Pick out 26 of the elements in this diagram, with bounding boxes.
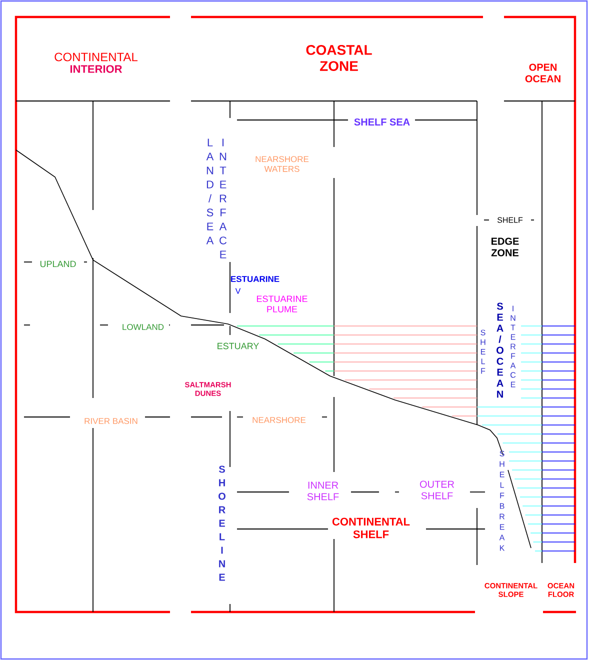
vertical-label: SHELFBREAK <box>499 450 505 551</box>
region-label: OUTER SHELF <box>420 480 454 500</box>
vertical-label: SHORELINE <box>218 466 226 581</box>
region-label: UPLAND <box>40 260 76 268</box>
region-label: NEARSHORE <box>252 417 306 423</box>
region-label: NEARSHORE WATERS <box>256 156 309 172</box>
region-label: RIVER BASIN <box>84 418 138 424</box>
region-label: V <box>235 288 241 294</box>
vertical-label: INTERFACE <box>510 306 516 388</box>
region-label: INTERIOR <box>70 65 122 73</box>
vertical-label: INTERFACE <box>219 138 227 258</box>
vertical-label: SHELF <box>480 330 486 374</box>
region-label: ESTUARINE PLUME <box>256 296 308 312</box>
vertical-label: LAND/SEA <box>206 138 214 244</box>
region-label: EDGE ZONE <box>491 238 519 256</box>
region-label: SHELF <box>497 217 523 223</box>
region-label: ESTUARY <box>218 342 259 350</box>
region-label: CONTINENTAL SHELF <box>332 518 410 538</box>
region-label: SHELF SEA <box>354 118 410 126</box>
region-label: COASTAL ZONE <box>306 44 372 71</box>
region-label: ESTUARINE <box>231 276 280 282</box>
region-label: OPEN OCEAN <box>525 64 560 82</box>
region-label: INNER SHELF <box>307 482 339 500</box>
region-label: LOWLAND <box>122 324 164 330</box>
vertical-label: SEA/OCEAN <box>496 302 504 398</box>
region-label: CONTINENTAL <box>54 52 138 62</box>
